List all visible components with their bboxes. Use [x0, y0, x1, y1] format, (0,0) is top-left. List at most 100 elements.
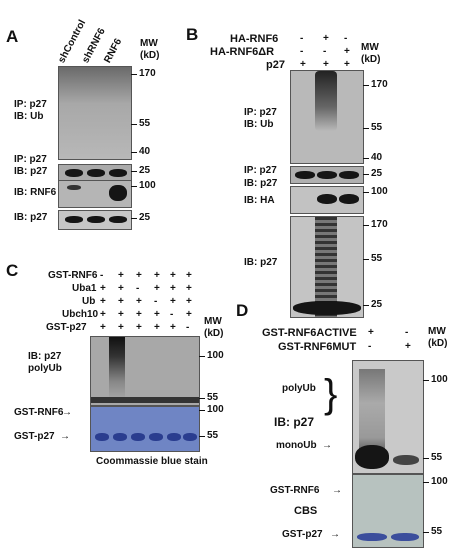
cond-d-0-name: GST-RNF6ACTIVE — [262, 327, 357, 339]
cond-b-0-name: HA-RNF6 — [230, 33, 279, 45]
sign-c-1-1: + — [118, 283, 124, 294]
sign-d-1-1: + — [405, 341, 411, 352]
mw-a-25: 25 — [139, 165, 151, 176]
sign-c-4-0: + — [100, 322, 106, 333]
sign-c-3-4: - — [170, 309, 174, 320]
label-d-polyub: polyUb — [282, 383, 316, 394]
panel-d-label: D — [236, 301, 249, 320]
mw-header-a: MW (kD) — [140, 38, 160, 61]
sign-d-0-0: + — [368, 327, 374, 338]
mw-b-25b: 25 — [371, 299, 383, 310]
row-label-b-ip1: IP: p27 — [244, 107, 277, 118]
arrow-c-p27: → — [60, 431, 70, 442]
mw-b-55: 55 — [371, 122, 383, 133]
row-label-b-p27: IB: p27 — [244, 257, 278, 268]
mw-b-100: 100 — [371, 186, 388, 197]
sign-b-1-0: - — [300, 46, 304, 57]
blot-a-p27 — [58, 210, 132, 230]
label-d-cbs: CBS — [294, 505, 318, 517]
mw-a-100: 100 — [139, 180, 156, 191]
blot-d-p27 — [352, 360, 424, 474]
mw-d-100b: 100 — [431, 476, 448, 487]
panel-b-label: B — [186, 25, 199, 44]
mw-header-b: MW (kD) — [361, 42, 381, 65]
sign-c-0-4: + — [170, 270, 176, 281]
label-d-ib: IB: p27 — [274, 415, 315, 429]
sign-b-1-2: + — [344, 46, 350, 57]
mw-a-25b: 25 — [139, 212, 151, 223]
mw-b-170: 170 — [371, 79, 388, 90]
lane-label-rnf6: RNF6 — [102, 36, 125, 65]
sign-c-4-2: + — [136, 322, 142, 333]
cond-b-1-name: HA-RNF6ΔR — [210, 46, 275, 58]
sign-b-0-2: - — [344, 33, 348, 44]
sign-c-3-0: + — [100, 309, 106, 320]
mw-d-55b: 55 — [431, 526, 443, 537]
gel-label-c-p27: GST-p27 — [14, 431, 55, 442]
cond-c-2-name: Ub — [82, 296, 96, 307]
mw-c-55: 55 — [207, 392, 219, 403]
arrow-d-rnf6: → — [332, 485, 342, 496]
blot-label-c-ib: IB: p27 — [28, 351, 62, 362]
sign-b-1-1: - — [323, 46, 327, 57]
panel-a-label: A — [6, 27, 19, 46]
row-label-a-ib2: IB: p27 — [14, 166, 48, 177]
sign-d-0-1: - — [405, 327, 409, 338]
blot-b-ub — [290, 70, 364, 164]
gel-d — [352, 474, 424, 548]
mw-a-55: 55 — [139, 118, 151, 129]
mw-d-55: 55 — [431, 452, 443, 463]
sign-c-0-5: + — [186, 270, 192, 281]
gel-label-d-p27: GST-p27 — [282, 529, 323, 540]
mw-a-40: 40 — [139, 146, 151, 157]
gel-label-c-rnf6: GST-RNF6 — [14, 407, 64, 418]
sign-c-3-5: + — [186, 309, 192, 320]
sign-c-0-3: + — [154, 270, 160, 281]
sign-c-4-1: + — [118, 322, 124, 333]
mw-b-55b: 55 — [371, 253, 383, 264]
mw-header-c: MW (kD) — [204, 316, 224, 339]
sign-c-2-4: + — [170, 296, 176, 307]
sign-d-1-0: - — [368, 341, 372, 352]
mw-header-d: MW (kD) — [428, 326, 448, 349]
stain-label-c: Coommassie blue stain — [96, 456, 208, 467]
sign-c-0-2: + — [136, 270, 142, 281]
row-label-a-ip2: IP: p27 — [14, 154, 47, 165]
sign-b-0-1: + — [323, 33, 329, 44]
blot-b-ha — [290, 186, 364, 214]
sign-c-2-2: + — [136, 296, 142, 307]
panel-c-label: C — [6, 261, 19, 280]
sign-c-3-2: + — [136, 309, 142, 320]
cond-c-4-name: GST-p27 — [46, 322, 87, 333]
sign-b-2-0: + — [300, 59, 306, 70]
mw-b-25: 25 — [371, 168, 383, 179]
gel-label-d-rnf6: GST-RNF6 — [270, 485, 320, 496]
row-label-a-ib1: IB: Ub — [14, 111, 44, 122]
sign-b-0-0: - — [300, 33, 304, 44]
cond-d-1-name: GST-RNF6MUT — [278, 341, 357, 353]
sign-c-1-3: + — [154, 283, 160, 294]
sign-c-2-5: + — [186, 296, 192, 307]
mw-a-170: 170 — [139, 68, 156, 79]
label-d-monoub: monoUb — [276, 440, 317, 451]
arrow-d-monoub: → — [322, 440, 332, 451]
cond-c-0-name: GST-RNF6 — [48, 270, 98, 281]
sign-c-3-3: + — [154, 309, 160, 320]
sign-c-0-0: - — [100, 270, 104, 281]
arrow-c-rnf6: → — [62, 407, 72, 418]
blot-b-p27 — [290, 216, 364, 318]
sign-c-1-4: + — [170, 283, 176, 294]
gel-c — [90, 406, 200, 452]
mw-b-40: 40 — [371, 152, 383, 163]
blot-label-c-polyub: polyUb — [28, 363, 62, 374]
row-label-b-ha: IB: HA — [244, 195, 275, 206]
sign-c-0-1: + — [118, 270, 124, 281]
blot-a-rnf6 — [58, 180, 132, 208]
row-label-b-ib1: IB: Ub — [244, 119, 274, 130]
sign-c-4-4: + — [170, 322, 176, 333]
arrow-d-p27: → — [330, 529, 340, 540]
sign-c-2-0: + — [100, 296, 106, 307]
mw-c-100: 100 — [207, 350, 224, 361]
sign-b-2-2: + — [344, 59, 350, 70]
sign-c-1-2: - — [136, 283, 140, 294]
